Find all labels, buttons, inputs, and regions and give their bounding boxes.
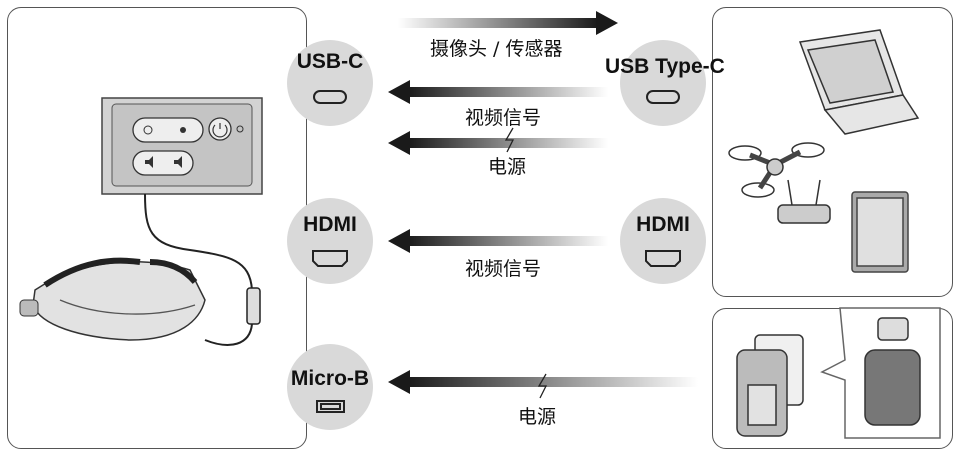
arrow-power-usbc	[388, 131, 608, 155]
video-signal-usbc-label: 视频信号	[465, 107, 542, 129]
hdmi-connector-icon	[312, 250, 681, 267]
arrow-camera-sensor	[398, 11, 618, 35]
arrow-video-signal-usbc	[388, 80, 608, 104]
hdmi-left-label: HDMI	[303, 213, 357, 236]
video-signal-hdmi-label: 视频信号	[465, 258, 542, 280]
drone-icon	[728, 142, 825, 198]
smart-glasses-icon	[19, 257, 206, 341]
camera-sensor-label: 摄像头 / 传感器	[430, 38, 563, 60]
power-adapter-icon	[736, 307, 941, 439]
hdmi-right-label: HDMI	[636, 213, 690, 236]
microb-port-circle	[287, 344, 373, 430]
power-usbc-label: 电源	[488, 156, 527, 178]
laptop-icon	[798, 29, 920, 135]
usbc-port-circle-right	[620, 40, 706, 126]
lightning-icon	[504, 127, 515, 153]
arrow-video-signal-hdmi	[388, 229, 608, 253]
usbc-port-circle-left	[287, 40, 373, 126]
hdmi-port-circle-right	[620, 198, 706, 284]
microb-connector-icon	[316, 400, 345, 413]
controller-icon	[101, 97, 263, 195]
usbc-connector-icon	[313, 90, 680, 104]
cable	[144, 193, 253, 291]
lightning-icon	[537, 373, 548, 399]
arrow-power-microb	[388, 370, 698, 394]
power-microb-label: 电源	[518, 406, 557, 428]
remote-controller-icon	[777, 179, 831, 224]
usbc-right-label: USB Type-C	[605, 55, 725, 78]
microb-label: Micro-B	[290, 367, 370, 390]
tablet-icon	[851, 191, 909, 273]
hdmi-port-circle-left	[287, 198, 373, 284]
headset-panel	[7, 7, 307, 449]
usbc-left-label: USB-C	[296, 50, 364, 73]
